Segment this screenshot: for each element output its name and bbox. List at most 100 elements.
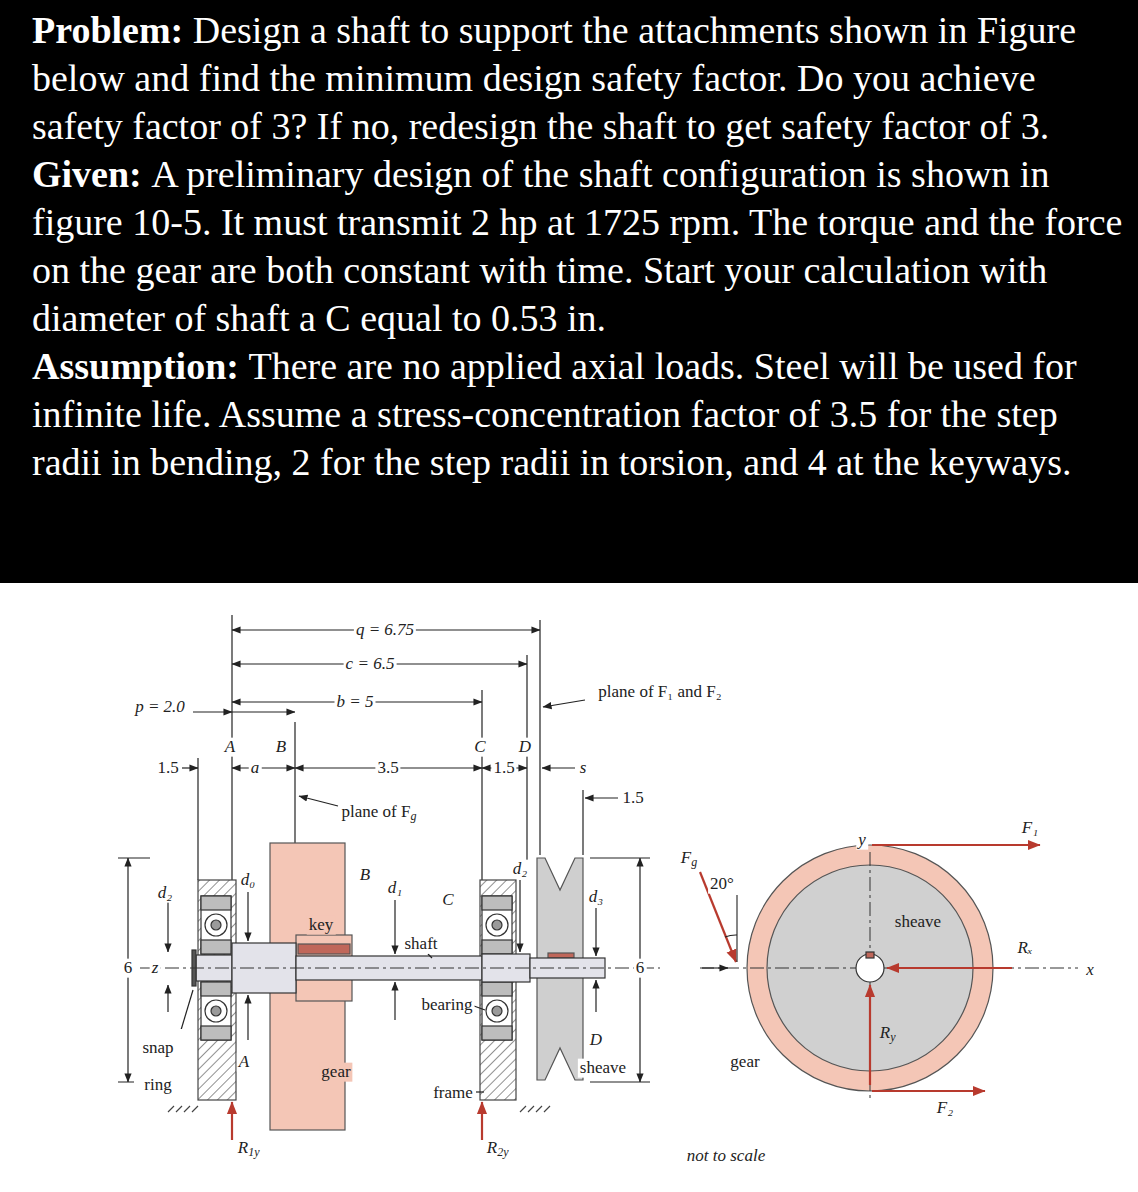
station-letter: B xyxy=(274,738,288,757)
force-arrow-part xyxy=(872,1090,985,1092)
part-name: bearing xyxy=(420,996,475,1015)
dimension-label: s xyxy=(578,759,589,778)
leader-lines-part xyxy=(167,985,168,1012)
ball-bearing-part xyxy=(482,982,512,996)
ball-bearing-part xyxy=(205,1000,227,1022)
dimension-value: 6 xyxy=(122,959,135,978)
ball-bearing-part xyxy=(482,982,512,1040)
leader-lines-part xyxy=(595,908,596,956)
dimension-lines-part xyxy=(232,701,482,702)
statement-heading: Assumption: xyxy=(32,345,239,387)
angle-reference xyxy=(702,895,737,968)
dimension-lines-part xyxy=(539,620,540,855)
figure-panel xyxy=(0,583,1138,1192)
ball-bearing-part xyxy=(482,1026,512,1040)
force-label: R xyxy=(878,1024,892,1043)
shaft-hub xyxy=(856,952,884,982)
statement-body: Design a shaft to support the attachment… xyxy=(32,9,1076,147)
statement-heading: Given: xyxy=(32,153,142,195)
part-name: gear xyxy=(319,1063,352,1082)
dimension-lines-part xyxy=(582,790,583,855)
statement-heading: Problem: xyxy=(32,9,183,51)
ball-bearing-part xyxy=(492,1006,502,1016)
part-name: gear xyxy=(728,1053,761,1072)
subscript: 1y xyxy=(248,1146,260,1159)
dimension-lines-part xyxy=(481,690,482,880)
station-letter: D xyxy=(517,738,533,757)
dimension-lines-part xyxy=(543,700,585,707)
part-name: frame xyxy=(431,1084,475,1103)
angle-reference-part xyxy=(725,935,737,937)
reaction-arrow-part xyxy=(231,1102,233,1140)
ball-bearing-part xyxy=(211,920,221,930)
force-label: R xyxy=(236,1139,250,1158)
subscript: g xyxy=(691,856,698,869)
leader-lines-part xyxy=(394,982,395,1020)
dimension-lines-part xyxy=(193,711,232,712)
subscript: y xyxy=(890,1031,896,1044)
problem-statement: Problem:Design a shaft to support the at… xyxy=(32,6,1132,486)
dimension-lines-part xyxy=(299,796,338,806)
axis-label: y xyxy=(856,831,868,850)
reaction-arrow-part xyxy=(481,1102,483,1140)
dimension-lines-part xyxy=(639,858,640,1082)
frame-hatch-part xyxy=(480,880,516,1100)
dimension-value: 6 xyxy=(634,959,647,978)
ball-bearing-part xyxy=(205,914,227,936)
dimension-value: 1.5 xyxy=(620,789,645,808)
dimension-lines-part xyxy=(295,767,482,768)
dimension-lines-part xyxy=(482,767,527,768)
dimension-lines-part xyxy=(232,767,295,768)
ball-bearing-part xyxy=(201,896,231,910)
dimension-lines-part xyxy=(232,629,540,630)
dimension-lines-part xyxy=(526,655,527,860)
force-arrow-part xyxy=(887,967,1012,969)
axis-line xyxy=(700,852,1078,1102)
dimension-label: a xyxy=(249,759,262,778)
part-name: shaft xyxy=(402,935,439,954)
force-arrow-part xyxy=(700,872,736,962)
axis-label: z xyxy=(150,959,161,978)
dimension-lines-part xyxy=(232,663,527,664)
leader-lines-part xyxy=(428,954,432,958)
dimension-label: q = 6.75 xyxy=(354,621,416,640)
axis-label: x xyxy=(1084,961,1096,980)
dimension-lines-part xyxy=(197,758,198,880)
angle-label: 20° xyxy=(708,875,736,894)
dimension-lines-part xyxy=(542,767,575,768)
diameter-label: d₁ xyxy=(386,879,404,898)
leader-lines xyxy=(168,880,596,1092)
force-label: F₂ xyxy=(935,1099,955,1118)
leader-lines-part xyxy=(519,880,520,952)
gear-section-part xyxy=(298,944,350,954)
leader-lines-part xyxy=(167,902,168,952)
force-label: Rₓ xyxy=(1015,939,1034,958)
ball-bearing-part xyxy=(201,1026,231,1040)
dimension-label: p = 2.0 xyxy=(133,698,187,717)
statement-paragraph: Problem:Design a shaft to support the at… xyxy=(32,6,1132,150)
dimension-lines-part xyxy=(118,858,150,1082)
dimension-lines-part xyxy=(294,722,295,843)
subscript: 2y xyxy=(497,1146,509,1159)
leader-lines-part xyxy=(247,892,248,941)
ball-bearing-part xyxy=(482,940,512,954)
axis-line-part xyxy=(700,968,1078,969)
ball-bearing-part xyxy=(486,1000,508,1022)
leader-lines-part xyxy=(474,1006,485,1010)
part-name: key xyxy=(307,916,336,935)
dimension-lines-part xyxy=(182,767,198,768)
station-letter: D xyxy=(588,1031,604,1050)
angle-reference-part xyxy=(702,967,728,968)
station-letter: C xyxy=(472,738,487,757)
station-letter: B xyxy=(358,866,372,885)
force-label: F₁ xyxy=(1020,819,1040,838)
force-arrow xyxy=(700,845,1040,1091)
dimension-lines-part xyxy=(585,797,618,798)
part-name: sheave xyxy=(578,1059,628,1078)
dimension-label: b = 5 xyxy=(335,693,376,712)
force-label: R xyxy=(485,1139,499,1158)
leader-lines-part xyxy=(178,990,193,1040)
statement-paragraph: Assumption:There are no applied axial lo… xyxy=(32,342,1132,486)
leader-lines-part xyxy=(247,995,248,1040)
